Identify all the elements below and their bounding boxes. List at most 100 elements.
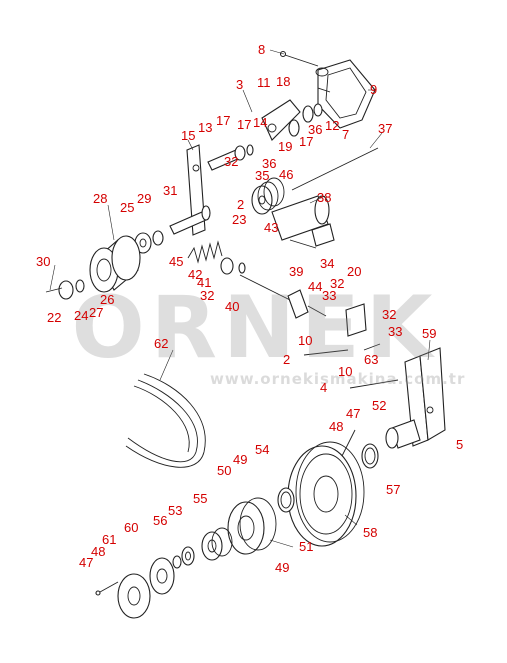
leader-lines	[49, 49, 431, 548]
roller-28	[89, 235, 141, 293]
part-label: 48	[329, 419, 344, 434]
ring-56	[172, 555, 182, 569]
part-label: 11	[257, 75, 271, 90]
part-label: 2	[283, 352, 291, 367]
part-label: 47	[79, 555, 94, 570]
watermark-url: www.ornekismakina.com.tr	[210, 370, 466, 388]
part-label: 48	[91, 544, 106, 559]
part-label: 12	[325, 118, 340, 133]
part-label: 44	[308, 279, 323, 294]
drive-shaft	[169, 205, 211, 235]
part-label: 42	[188, 267, 203, 282]
part-label: 47	[346, 406, 361, 421]
part-label: 4	[320, 380, 328, 395]
part-label: 23	[232, 212, 247, 227]
washer-24	[75, 279, 85, 293]
part-label: 2	[237, 197, 245, 212]
part-label: 10	[298, 333, 313, 348]
hydraulic-cylinder-38	[271, 195, 335, 247]
part-label: 33	[322, 288, 337, 303]
part-label: 49	[233, 452, 248, 467]
sleeve-42	[220, 257, 234, 275]
part-label: 41	[197, 275, 212, 290]
part-label: 20	[347, 264, 362, 279]
part-label: 26	[100, 292, 115, 307]
part-label: 33	[388, 324, 403, 339]
part-label: 38	[317, 190, 332, 205]
part-label: 22	[47, 310, 62, 325]
hub-51	[227, 497, 277, 555]
part-label: 32	[330, 276, 345, 291]
part-label: 8	[258, 42, 266, 57]
part-label: 32	[200, 288, 215, 303]
part-label: 58	[363, 525, 378, 540]
part-label: 28	[93, 191, 108, 206]
washer-41	[238, 262, 246, 274]
part-label: 54	[255, 442, 270, 457]
ring-17	[288, 119, 300, 137]
part-label: 17	[216, 113, 231, 128]
ring-36	[302, 105, 314, 123]
part-label: 25	[120, 200, 135, 215]
part-label: 14	[253, 115, 268, 130]
ring-29	[152, 230, 164, 246]
bolt-47	[339, 429, 356, 461]
part-label: 62	[154, 336, 169, 351]
bushing-52	[385, 419, 421, 449]
part-label: 51	[299, 539, 314, 554]
part-label: 43	[264, 220, 279, 235]
bolt-10	[303, 349, 349, 356]
bolt-8	[279, 50, 319, 67]
part-label: 3	[236, 77, 244, 92]
part-label: 49	[275, 560, 290, 575]
bolt-47-left	[99, 581, 119, 593]
v-belt-62	[125, 373, 206, 468]
bracket-20	[345, 303, 367, 337]
part-label: 61	[102, 532, 117, 547]
bearing-53	[181, 546, 195, 566]
part-label: 36	[308, 122, 323, 137]
part-label: 27	[89, 305, 104, 320]
part-label: 13	[198, 120, 213, 135]
upper-shaft	[207, 144, 254, 171]
arm-lever	[261, 99, 301, 141]
seal-54	[277, 487, 295, 513]
part-label: 34	[320, 256, 335, 271]
part-label: 9	[370, 82, 378, 97]
part-label: 7	[342, 127, 350, 142]
bearing-55	[201, 527, 233, 561]
part-label: 63	[364, 352, 379, 367]
ring-57	[361, 443, 379, 469]
pin-34	[289, 239, 317, 249]
part-label: 52	[372, 398, 387, 413]
part-label: 40	[225, 299, 240, 314]
shaft-37	[291, 147, 379, 191]
part-label: 30	[36, 254, 51, 269]
part-label: 37	[378, 121, 393, 136]
part-label: 18	[276, 74, 291, 89]
part-label: 59	[422, 326, 437, 341]
part-label: 17	[237, 117, 252, 132]
washer-22	[58, 280, 74, 300]
part-label: 35	[255, 168, 270, 183]
part-label: 32	[382, 307, 397, 322]
pulley-46	[251, 177, 285, 215]
frame-59	[404, 347, 446, 447]
part-label: 60	[124, 520, 139, 535]
part-label: 10	[338, 364, 353, 379]
flange-60	[149, 557, 175, 595]
part-label: 19	[278, 139, 293, 154]
part-label: 29	[137, 191, 152, 206]
part-label: 45	[169, 254, 184, 269]
spring-45	[187, 240, 223, 264]
ring-12	[313, 103, 323, 117]
part-label: 46	[279, 167, 294, 182]
part-label: 53	[168, 503, 183, 518]
part-label: 36	[262, 156, 277, 171]
part-label: 17	[299, 134, 314, 149]
part-label: 5	[456, 437, 464, 452]
watermark-brand: ORNEK	[71, 278, 439, 378]
part-label: 31	[163, 183, 178, 198]
part-label: 56	[153, 513, 168, 528]
